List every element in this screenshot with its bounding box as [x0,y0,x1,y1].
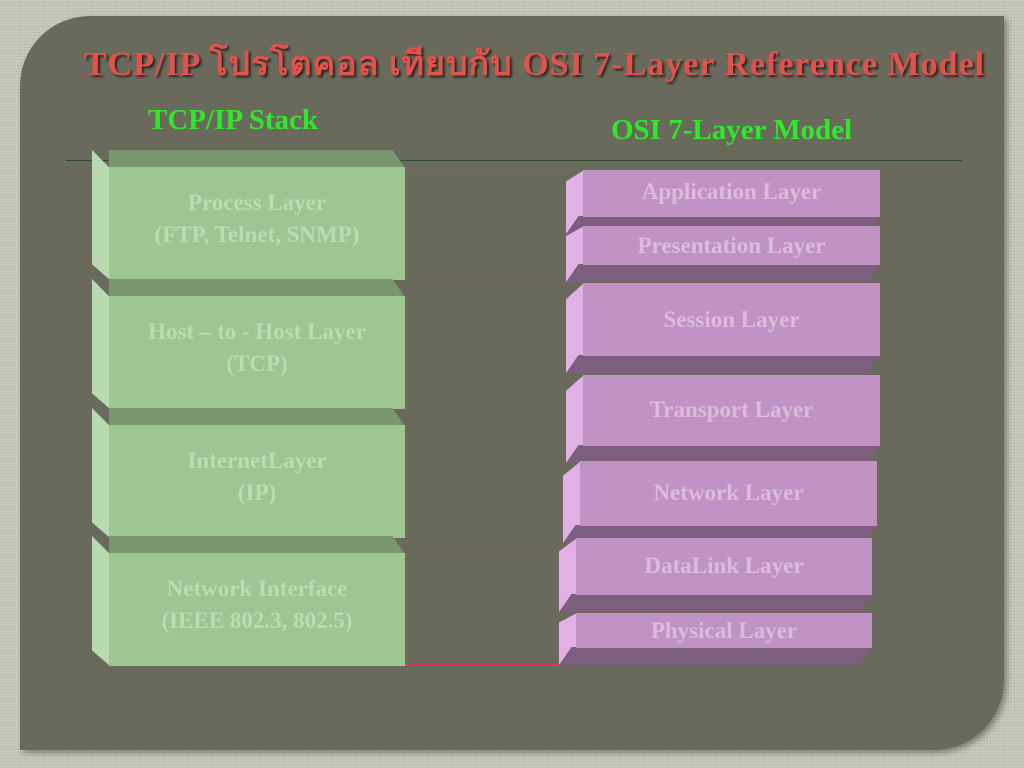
slide-title: TCP/IP โปรโตคอล เทียบกับ OSI 7-Layer Ref… [84,46,986,83]
tcp-layer-detail: (IEEE 802.3, 802.5) [161,607,353,633]
connector-line [404,664,580,665]
connector-line [404,283,584,284]
tcp-layer-host-to-host: Host – to - Host Layer (TCP) [92,279,405,409]
tcp-layer-name: InternetLayer [187,447,327,473]
osi-layer-label: Network Layer [653,480,804,505]
osi-layer-session: Session Layer [566,283,880,373]
tcp-layer-internet: InternetLayer (IP) [92,408,405,538]
tcp-layer-name: Process Layer [187,189,327,215]
osi-layer-label: Presentation Layer [637,233,826,258]
osi-layer-network: Network Layer [563,461,877,543]
osi-layer-presentation: Presentation Layer [566,226,880,282]
tcp-layer-name: Host – to - Host Layer [148,318,366,344]
osi-layer-datalink: DataLink Layer [559,538,872,612]
osi-layer-label: Application Layer [641,179,822,204]
osi-layer-label: Session Layer [663,307,800,332]
osi-layer-application: Application Layer [566,170,880,234]
osi-model-heading: OSI 7-Layer Model [611,114,853,146]
heading-divider [66,160,962,161]
connector-line [404,555,580,556]
tcp-layer-process: Process Layer (FTP, Telnet, SNMP) [92,150,405,280]
tcp-layer-detail: (FTP, Telnet, SNMP) [154,221,360,247]
osi-layer-physical: Physical Layer [559,613,872,665]
osi-layer-label: Transport Layer [649,397,814,422]
tcp-layer-detail: (TCP) [226,350,288,376]
tcp-stack-heading: TCP/IP Stack [148,104,318,136]
tcp-layer-network-interface: Network Interface (IEEE 802.3, 802.5) [92,536,405,666]
osi-layer-label: Physical Layer [650,618,798,643]
osi-layer-label: DataLink Layer [644,553,804,578]
connector-line [404,169,584,170]
tcp-layer-detail: (IP) [237,479,277,505]
tcp-layer-name: Network Interface [166,575,348,601]
osi-layer-transport: Transport Layer [566,375,880,463]
